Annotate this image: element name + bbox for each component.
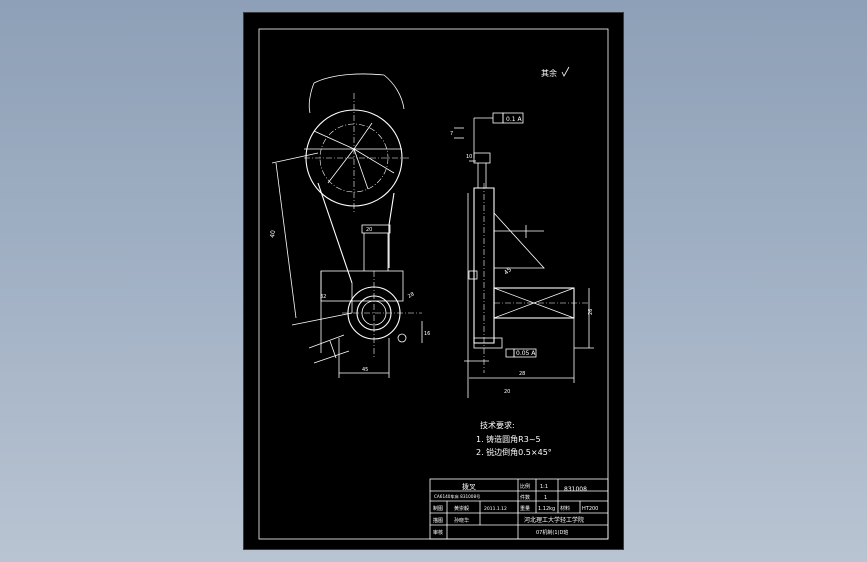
dim-width: 28	[519, 371, 525, 377]
roughness-symbol	[561, 66, 570, 77]
tech-title: 技术要求:	[480, 420, 515, 430]
roughness-note: 其余	[541, 68, 557, 78]
title-block: 拨叉 CA6140车床 831008号 比例 1:1 831008 件数 1 制…	[429, 478, 609, 540]
class-name: 07机制(1)D班	[536, 529, 568, 536]
weight-value: 1.12kg	[538, 506, 555, 512]
dim-long: 40	[269, 230, 277, 239]
datum-tolerance: 0.1 A	[506, 116, 522, 123]
part-subtitle: CA6140车床 831008号	[434, 493, 480, 500]
front-view: 40 45 20 32 28 16	[269, 73, 430, 378]
design-name: 孙晓华	[454, 517, 469, 524]
material-value: HT200	[582, 506, 598, 512]
weight-label: 重量	[520, 505, 530, 512]
review-label: 审核	[433, 529, 443, 536]
quantity-value: 1	[544, 495, 547, 501]
dim-bottom: 45	[362, 367, 368, 373]
dim-height: 26	[588, 309, 594, 315]
dim-slot: 10	[466, 154, 472, 160]
dim-angle: 45	[503, 266, 513, 276]
school-name: 河北理工大学轻工学院	[524, 516, 584, 524]
tech-item-1: 1. 铸造圆角R3~5	[476, 434, 541, 444]
drawing-sheet: 其余 40	[244, 13, 623, 549]
side-tolerance: 0.05 A	[516, 350, 536, 357]
ratio-label: 比例	[520, 483, 530, 490]
dim-rod: 20	[366, 227, 372, 233]
dim-hub: 28	[407, 291, 416, 299]
side-arm	[473, 187, 495, 344]
design-label: 描图	[433, 517, 443, 524]
quantity-label: 件数	[520, 494, 530, 501]
tech-requirements: 技术要求: 1. 铸造圆角R3~5 2. 锐边倒角0.5×45°	[476, 420, 552, 457]
dim-side: 16	[424, 331, 430, 337]
side-view: 0.1 A 7 10 45 0.05 A 28	[450, 112, 594, 398]
tech-item-2: 2. 锐边倒角0.5×45°	[476, 447, 552, 457]
material-label: 材料	[560, 505, 570, 512]
drawing-border	[258, 28, 609, 540]
drawing-number: 831008	[564, 486, 587, 493]
cad-drawing: 其余 40	[258, 28, 609, 540]
drawn-label: 制图	[433, 505, 443, 512]
dim-top: 7	[450, 131, 453, 137]
drawn-name: 黄崇毅	[454, 505, 469, 512]
dim-base: 20	[504, 389, 510, 395]
ratio-value: 1:1	[540, 484, 548, 490]
part-title: 拨叉	[462, 482, 476, 491]
dim-mid: 32	[320, 294, 326, 300]
drawn-date: 2011.1.12	[484, 506, 507, 512]
